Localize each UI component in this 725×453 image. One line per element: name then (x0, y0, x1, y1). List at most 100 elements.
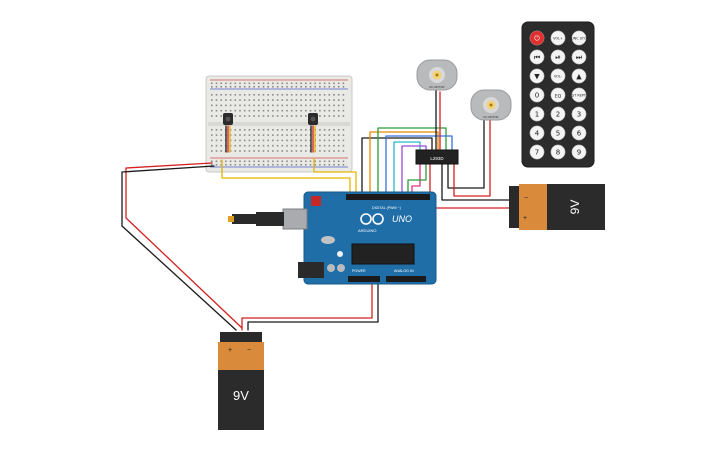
remote-button-3[interactable]: ⏮ (529, 49, 545, 65)
breadboard-hole (290, 94, 293, 96)
breadboard-hole (286, 164, 288, 166)
breadboard-hole (300, 164, 302, 166)
breadboard-hole (211, 109, 213, 112)
remote-button-face (550, 125, 566, 141)
breadboard-hole (258, 109, 260, 112)
breadboard-hole (319, 144, 321, 147)
breadboard-hole (239, 115, 241, 117)
remote-button-4[interactable]: ⏯ (550, 49, 566, 65)
remote-button-20[interactable]: 9 (571, 144, 587, 160)
breadboard-hole (333, 115, 335, 117)
breadboard-hole (258, 99, 260, 101)
breadboard-hole (286, 104, 288, 107)
breadboard-holes (211, 82, 345, 166)
breadboard-hole (342, 109, 345, 112)
breadboard-hole (258, 104, 260, 107)
remote-button-17[interactable]: 6 (571, 125, 587, 141)
breadboard-hole (272, 150, 274, 152)
remote-button-13[interactable]: 2 (550, 106, 566, 122)
breadboard-hole (276, 86, 279, 88)
breadboard-hole (333, 150, 335, 152)
remote-button-9[interactable]: 0 (529, 87, 545, 103)
breadboard-hole (211, 129, 213, 131)
remote-button-8[interactable]: ▲ (571, 68, 587, 84)
breadboard-hole (272, 109, 274, 112)
breadboard-hole (337, 115, 340, 117)
breadboard-hole (220, 86, 222, 88)
breadboard-hole (290, 129, 293, 131)
battery-right: − + 9V (509, 184, 605, 230)
breadboard-hole (305, 164, 307, 166)
remote-button-19[interactable]: 8 (550, 144, 566, 160)
breadboard-hole (215, 94, 218, 96)
breadboard-hole (239, 82, 241, 85)
breadboard-hole (319, 82, 321, 85)
remote-button-10[interactable]: EQ (550, 87, 566, 103)
breadboard-hole (309, 160, 312, 163)
remote-button-0[interactable]: ⏻ (529, 30, 545, 46)
remote-button-12[interactable]: 1 (529, 106, 545, 122)
breadboard-hole (211, 150, 213, 152)
breadboard-hole (243, 86, 246, 88)
breadboard-hole (220, 82, 222, 85)
breadboard-hole (211, 139, 213, 142)
breadboard-hole (295, 144, 298, 147)
remote-button-face (529, 87, 545, 103)
breadboard-hole (248, 144, 251, 147)
breadboard-hole (262, 164, 265, 166)
breadboard-hole (239, 160, 241, 163)
breadboard-hole (342, 104, 345, 107)
remote-button-1[interactable]: VOL+ (550, 30, 566, 46)
breadboard-hole (300, 160, 302, 163)
remote-button-2[interactable]: FUNC STOP (569, 30, 589, 46)
breadboard-hole (319, 134, 321, 136)
breadboard-hole (253, 144, 255, 147)
breadboard-hole (276, 129, 279, 131)
digital-header (346, 194, 430, 200)
breadboard-hole (342, 164, 345, 166)
breadboard-hole (258, 86, 260, 88)
breadboard-hole (220, 144, 222, 147)
breadboard-hole (328, 134, 331, 136)
remote-button-16[interactable]: 5 (550, 125, 566, 141)
breadboard-hole (286, 94, 288, 96)
breadboard-hole (272, 134, 274, 136)
breadboard-hole (267, 144, 269, 147)
breadboard-hole (309, 164, 312, 166)
remote-button-label: VOL+ (553, 36, 563, 40)
remote-button-face (529, 106, 545, 122)
breadboard-hole (286, 82, 288, 85)
breadboard-hole (319, 86, 321, 88)
ir-sensor-right (308, 113, 318, 125)
motor-driver-chip: L293D (415, 149, 459, 165)
breadboard-hole (253, 99, 255, 101)
breadboard-hole (300, 144, 302, 147)
remote-button-18[interactable]: 7 (529, 144, 545, 160)
remote-button-label: FUNC STOP (569, 36, 588, 40)
breadboard-hole (248, 129, 251, 131)
breadboard-hole (243, 134, 246, 136)
remote-button-15[interactable]: 4 (529, 125, 545, 141)
breadboard-hole (323, 139, 326, 142)
breadboard-hole (323, 82, 326, 85)
remote-button-14[interactable]: 3 (571, 106, 587, 122)
breadboard-hole (323, 150, 326, 152)
remote-button-face (550, 144, 566, 160)
breadboard-hole (272, 164, 274, 166)
remote-button-6[interactable]: ▼ (529, 68, 545, 84)
breadboard-hole (286, 144, 288, 147)
breadboard-hole (243, 164, 246, 166)
breadboard-hole (300, 150, 302, 152)
remote-button-5[interactable]: ⏭ (571, 49, 587, 65)
remote-button-11[interactable]: ST REPT (571, 87, 587, 103)
breadboard-hole (323, 129, 326, 131)
analog-label: ANALOG IN (394, 269, 414, 273)
breadboard-hole (262, 115, 265, 117)
remote-button-7[interactable]: VOL- (550, 68, 566, 84)
remote-button-label: 0 (535, 91, 539, 99)
breadboard-hole (300, 109, 302, 112)
breadboard-hole (234, 82, 237, 85)
breadboard-hole (234, 144, 237, 147)
breadboard-hole (225, 164, 227, 166)
breadboard-hole (286, 129, 288, 131)
